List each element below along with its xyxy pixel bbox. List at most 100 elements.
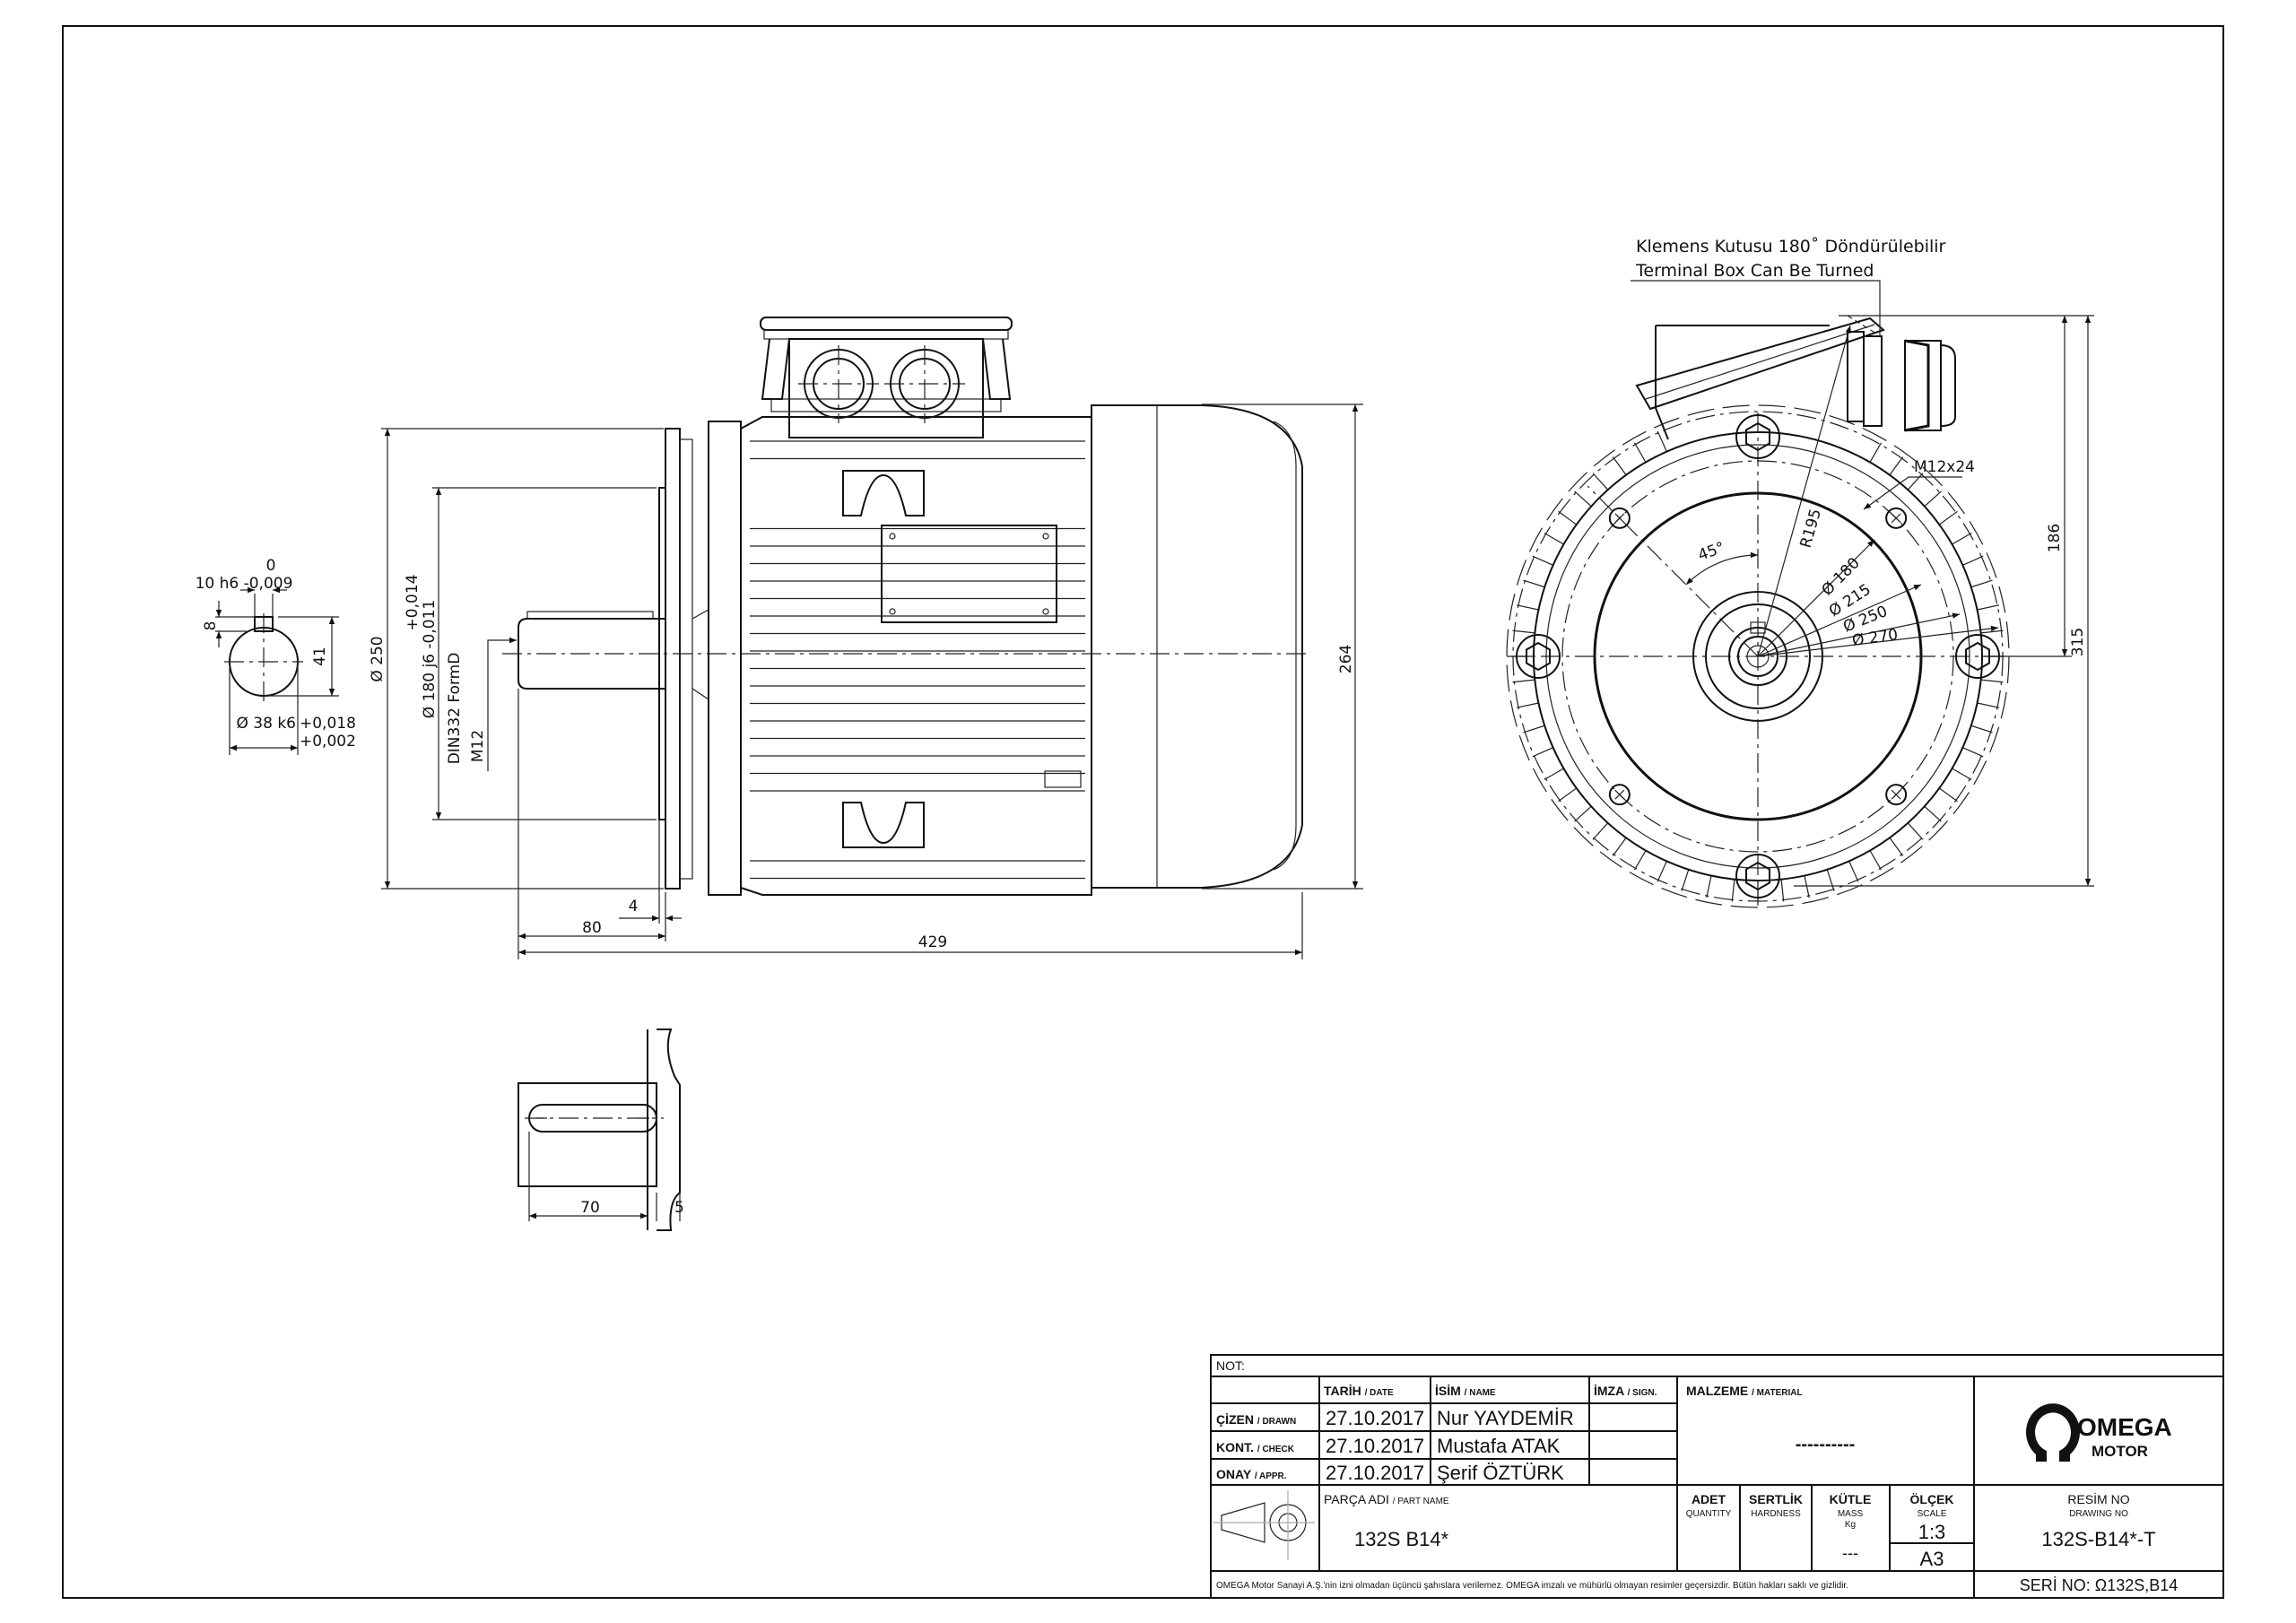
omega-motor-logo: OMEGA MOTOR	[2026, 1403, 2172, 1462]
bolt-hole	[1885, 507, 1908, 529]
part-header: PARÇA ADI / PART NAME	[1324, 1492, 1449, 1506]
flange-dia-dim: Ø 250	[369, 636, 387, 681]
flange-bolts	[1608, 507, 1908, 806]
fin-line	[1516, 604, 1539, 611]
mass-header: KÜTLE	[1830, 1492, 1872, 1506]
material-value: ----------	[1796, 1435, 1856, 1454]
qty-header-en: QUANTITY	[1686, 1509, 1732, 1519]
scale-header: ÖLÇEK	[1910, 1492, 1954, 1506]
fin-line	[1962, 747, 1984, 758]
title-block: NOT: TARİH / DATE İSİM / NAME İMZA / SIG…	[1210, 1354, 2224, 1599]
fin-line	[1731, 879, 1735, 902]
spigot-dia-dim: Ø 180 j6 -0,011	[421, 600, 439, 718]
ground-terminal	[1044, 770, 1082, 788]
bolt-hole	[1608, 784, 1631, 806]
serial-number: SERİ NO: Ω132S,B14	[2020, 1576, 2179, 1594]
fin-line	[1826, 869, 1835, 891]
fin-line	[1532, 555, 1553, 566]
key-width-dim: 10 h6 -0,009	[196, 575, 293, 593]
fin-line	[1512, 679, 1535, 683]
height-315-dim: 315	[2069, 628, 2087, 656]
hardness-header-en: HARDNESS	[1751, 1509, 1801, 1519]
fin-line	[1980, 629, 2004, 634]
fin-line	[1924, 490, 1942, 508]
fin-line	[1848, 861, 1859, 882]
drawing-no-header: RESİM NO	[2067, 1491, 2129, 1506]
paper-size: A3	[1920, 1548, 1944, 1570]
fin-line	[1512, 629, 1535, 634]
fin-line	[1523, 579, 1545, 588]
check-name: Mustafa ATAK	[1437, 1435, 1561, 1457]
hex-bolt-icon	[1745, 861, 1770, 891]
fin-line	[1558, 510, 1578, 525]
fin-line	[1544, 532, 1564, 545]
projection-symbol	[1213, 1490, 1315, 1560]
fin-line	[1612, 837, 1627, 856]
fin-line	[1574, 805, 1592, 822]
radius-dim: R195	[1797, 507, 1825, 550]
fin-line	[1657, 430, 1667, 452]
shaft-dia-dim: Ø 38 k6	[237, 715, 296, 733]
part-name: 132S B14*	[1354, 1528, 1449, 1550]
mass-unit: Kg	[1845, 1520, 1856, 1530]
key-detail-view: 70 5	[517, 1028, 684, 1231]
hex-bolt-icon	[1965, 641, 1990, 672]
drawn-date: 27.10.2017	[1326, 1407, 1424, 1429]
fin-line	[1980, 679, 2004, 683]
approve-date: 27.10.2017	[1326, 1462, 1424, 1484]
fin-line	[1633, 850, 1647, 871]
lug-boss	[1516, 634, 1561, 679]
fin-line	[1532, 747, 1553, 758]
note-label: NOT:	[1216, 1358, 1245, 1373]
lug-boss	[1735, 414, 1780, 459]
fin-line	[1574, 490, 1592, 508]
front-terminal-box	[1635, 317, 1956, 440]
fin-line	[1977, 604, 2000, 611]
key-width-top: 0	[266, 557, 276, 575]
key-length-dim: 70	[580, 1199, 600, 1217]
shaft-tol-upper: +0,018	[300, 715, 356, 733]
sheet-border	[62, 25, 2224, 1599]
key-offset-dim: 5	[674, 1199, 684, 1217]
spigot-depth-dim: 4	[629, 898, 639, 916]
hex-bolt-icon	[1745, 421, 1770, 452]
fin-line	[1592, 473, 1609, 490]
check-label: KONT. / CHECK	[1216, 1440, 1295, 1454]
mass-header-en: MASS	[1838, 1509, 1864, 1519]
terminal-box	[760, 317, 1013, 438]
total-length-dim: 429	[918, 933, 947, 951]
lug-boss	[1735, 854, 1780, 898]
mass-value: ---	[1842, 1544, 1858, 1562]
shaft-length-dim: 80	[582, 919, 602, 937]
bolt-hole	[1608, 507, 1631, 529]
check-date: 27.10.2017	[1326, 1435, 1424, 1457]
drawn-label: ÇİZEN / DRAWN	[1216, 1412, 1296, 1427]
fin-line	[1523, 725, 1545, 733]
height-dim: 264	[1337, 645, 1355, 673]
center-hole-label: DIN332 FormD	[446, 653, 464, 765]
fin-line	[1938, 787, 1958, 803]
shaft-end-view: 0 10 h6 -0,009 8 41 Ø 38 k6 +0,018 +0,00…	[196, 557, 356, 755]
date-header: TARİH / DATE	[1324, 1384, 1394, 1398]
thread-label: M12	[469, 730, 487, 762]
terminal-box-note-tr: Klemens Kutusu 180˚ Döndürülebilir	[1636, 237, 1946, 256]
fin-line	[1907, 473, 1924, 490]
terminal-box-note-en: Terminal Box Can Be Turned	[1635, 261, 1874, 281]
bolt-spec-label: M12x24	[1914, 458, 1975, 476]
scale-value: 1:3	[1918, 1521, 1946, 1543]
fin-line	[1889, 837, 1904, 856]
fin-line	[1592, 822, 1609, 840]
fin-line	[1780, 879, 1785, 902]
scale-header-en: SCALE	[1918, 1509, 1947, 1519]
fin-line	[1804, 875, 1810, 898]
fin-line	[1706, 875, 1712, 898]
key-height-dim: 41	[311, 647, 329, 666]
fin-line	[1907, 822, 1924, 840]
disclaimer: OMEGA Motor Sanayi A.Ş.'nin izni olmadan…	[1216, 1581, 1848, 1591]
fin-line	[1977, 702, 2000, 708]
lifting-lug-top	[842, 470, 925, 516]
lifting-lug-bottom	[842, 802, 925, 848]
fan-cover	[1091, 404, 1303, 889]
fin-line	[1558, 787, 1578, 803]
drawing-number: 132S-B14*-T	[2041, 1528, 2155, 1550]
